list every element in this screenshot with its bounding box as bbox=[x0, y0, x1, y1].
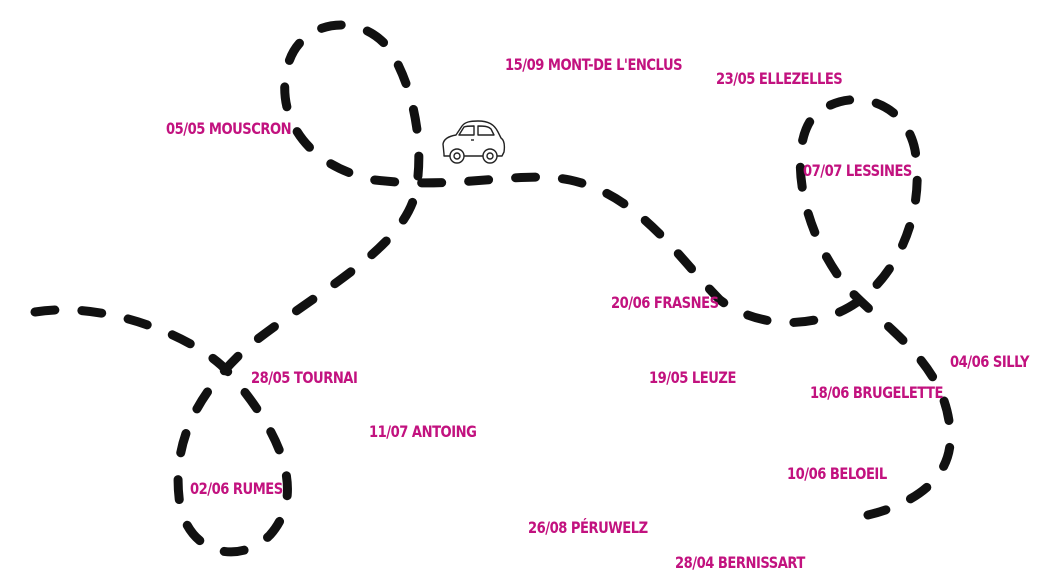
stop-peruwelz[interactable]: 26/08 PÉRUWELZ bbox=[528, 518, 648, 537]
stop-mont-de-lenclus[interactable]: 15/09 MONT-DE L'ENCLUS bbox=[505, 55, 683, 74]
stop-brugelette[interactable]: 18/06 BRUGELETTE bbox=[810, 383, 943, 402]
stop-frasnes[interactable]: 20/06 FRASNES bbox=[611, 293, 719, 312]
stop-leuze[interactable]: 19/05 LEUZE bbox=[649, 368, 736, 387]
stop-silly[interactable]: 04/06 SILLY bbox=[950, 352, 1029, 371]
stop-bernissart[interactable]: 28/04 BERNISSART bbox=[675, 553, 805, 572]
stop-lessines[interactable]: 07/07 LESSINES bbox=[803, 161, 912, 180]
stop-rumes[interactable]: 02/06 RUMES bbox=[190, 479, 283, 498]
route-path bbox=[30, 20, 955, 557]
stop-tournai[interactable]: 28/05 TOURNAI bbox=[251, 368, 358, 387]
stop-ellezelles[interactable]: 23/05 ELLEZELLES bbox=[716, 69, 843, 88]
stop-beloeil[interactable]: 10/06 BELOEIL bbox=[787, 464, 887, 483]
stop-mouscron[interactable]: 05/05 MOUSCRON bbox=[166, 119, 292, 138]
car-icon bbox=[442, 120, 506, 164]
stop-antoing[interactable]: 11/07 ANTOING bbox=[369, 422, 477, 441]
